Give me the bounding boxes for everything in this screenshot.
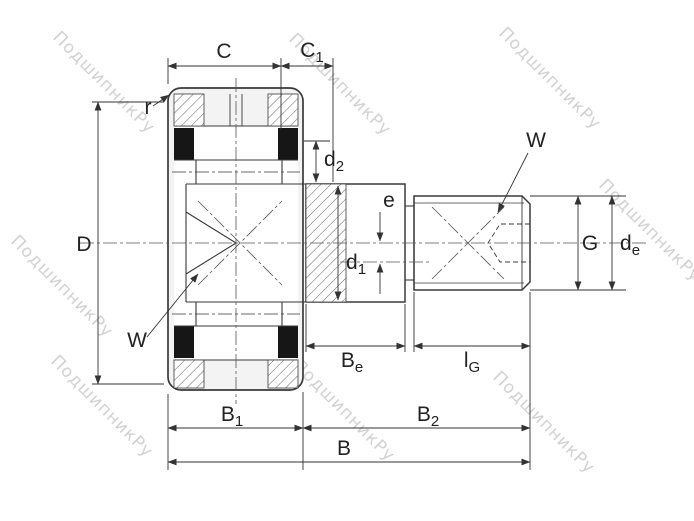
seal-top-right: [278, 128, 298, 160]
thread-diagonal-centermark: [431, 206, 505, 280]
outer-ring-hatch: [267, 93, 299, 127]
label-C1: C1: [300, 39, 324, 66]
label-r: r: [145, 96, 152, 119]
label-lG: lG: [464, 349, 480, 376]
dimension-lines: [94, 62, 616, 466]
dimension-labels: C C1 r d2 W W D d1 e G de Be lG B1 B2 B: [76, 39, 640, 460]
label-e: e: [383, 189, 395, 212]
outer-ring-hatch: [173, 93, 205, 127]
label-d2: d2: [324, 148, 344, 175]
outer-ring-hatch: [173, 359, 205, 389]
label-G: G: [582, 232, 598, 255]
seal-bottom-left: [174, 326, 194, 358]
label-d1: d1: [346, 251, 366, 278]
stud-cone-recess: [185, 242, 237, 275]
label-D: D: [76, 233, 91, 256]
outer-ring-hatch: [267, 359, 299, 389]
label-C: C: [216, 40, 231, 63]
label-W-roller: W: [127, 329, 147, 352]
centerlines: [80, 78, 648, 404]
stud-cone-recess: [185, 211, 237, 244]
label-Be: Be: [341, 349, 363, 376]
roller-diagonal-centermark: [197, 200, 283, 286]
label-B: B: [337, 437, 351, 460]
label-B1: B1: [221, 403, 243, 430]
label-B2: B2: [417, 403, 439, 430]
leader-r: [152, 94, 170, 107]
leader-W-thread: [497, 152, 529, 213]
label-W-thread: W: [526, 129, 546, 152]
seal-bottom-right: [278, 326, 298, 358]
seal-top-left: [174, 128, 194, 160]
leader-W-roller: [146, 273, 199, 338]
label-de: de: [620, 232, 640, 259]
